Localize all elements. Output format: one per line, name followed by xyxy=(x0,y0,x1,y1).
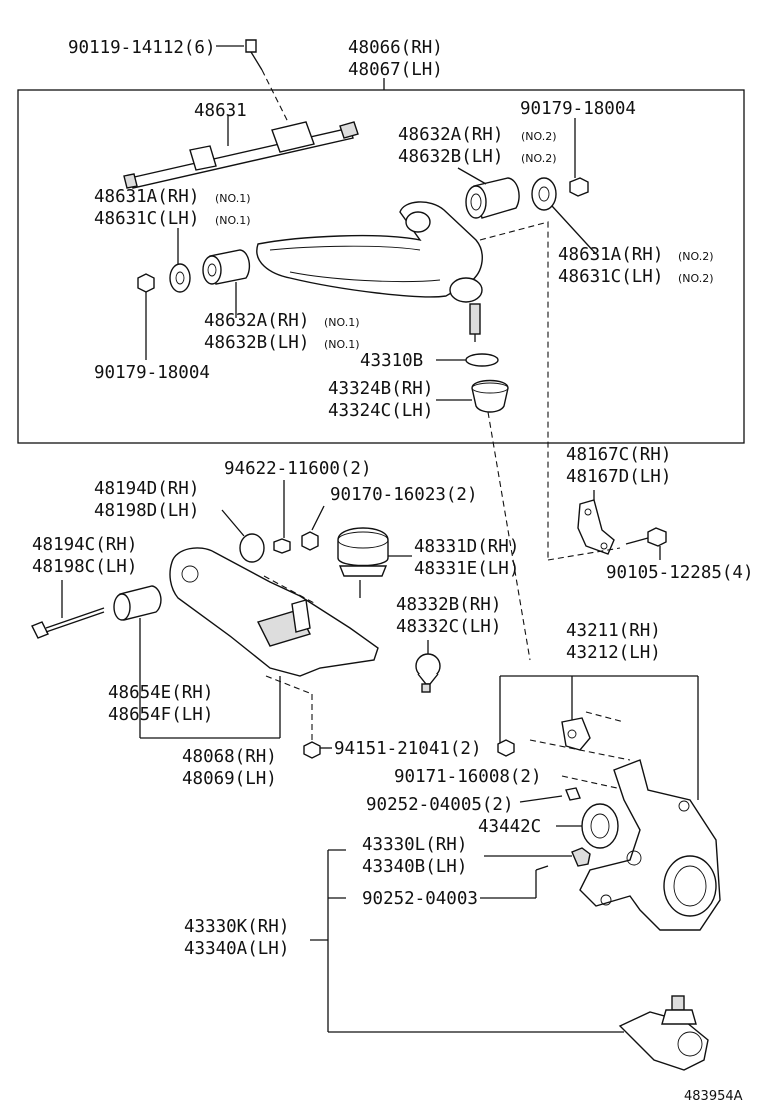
label-90170: 90170-16023(2) xyxy=(330,485,478,505)
label-48631A-no1-suffix: (NO.1) xyxy=(215,192,251,205)
label-48631A-no2-suffix: (NO.2) xyxy=(678,250,714,263)
dust-cover-drawing xyxy=(556,803,619,849)
dust-boot-drawing xyxy=(436,379,509,413)
dashed-line-arm-to-bracket xyxy=(479,221,549,560)
upper-control-arm-drawing xyxy=(256,201,483,342)
label-48631: 48631 xyxy=(194,101,247,121)
label-48631C-no1-suffix: (NO.1) xyxy=(215,214,251,227)
knuckle-bracket-drawing xyxy=(529,711,631,791)
label-43330K: 43330K(RH) xyxy=(184,917,289,937)
ball-joint-48331-drawing xyxy=(337,527,412,598)
label-48332C: 48332C(LH) xyxy=(396,617,501,637)
label-48654E: 48654E(RH) xyxy=(108,683,213,703)
label-43330L: 43330L(RH) xyxy=(362,835,467,855)
label-48632B-no2: 48632B(LH) xyxy=(398,147,503,167)
label-43340B: 43340B(LH) xyxy=(362,857,467,877)
label-48331D: 48331D(RH) xyxy=(414,537,519,557)
knuckle-leaders-drawing xyxy=(499,675,699,800)
bushing-no2-drawing xyxy=(457,167,520,219)
bolt-90119-drawing xyxy=(216,39,289,123)
label-94622: 94622-11600(2) xyxy=(224,459,372,479)
label-48198C: 48198C(LH) xyxy=(32,557,137,577)
label-48631C-no2-suffix: (NO.2) xyxy=(678,272,714,285)
figure-reference: 483954A xyxy=(684,1089,743,1104)
label-43324C: 43324C(LH) xyxy=(328,401,433,421)
label-48069: 48069(LH) xyxy=(182,769,277,789)
spacer-43330L-drawing xyxy=(484,847,591,867)
label-90252-04005: 90252-04005(2) xyxy=(366,795,514,815)
lower-control-arm-drawing xyxy=(169,547,379,740)
bolt-90171-drawing xyxy=(497,739,515,757)
upper-arm-group-box xyxy=(17,89,745,444)
label-48194C: 48194C(RH) xyxy=(32,535,137,555)
label-48631C-no1: 48631C(LH) xyxy=(94,209,199,229)
label-43340A: 43340A(LH) xyxy=(184,939,289,959)
label-48331E: 48331E(LH) xyxy=(414,559,519,579)
label-48654F: 48654F(LH) xyxy=(108,705,213,725)
cam-90252-04005-drawing xyxy=(519,787,581,803)
cam-plate-48194D-drawing xyxy=(221,509,265,563)
label-94151: 94151-21041(2) xyxy=(334,739,482,759)
bracket-48167-drawing xyxy=(577,490,615,555)
label-48167C: 48167C(RH) xyxy=(566,445,671,465)
label-90119: 90119-14112(6) xyxy=(68,38,216,58)
label-48167D: 48167D(LH) xyxy=(566,467,671,487)
dashed-line-boot-to-knuckle xyxy=(487,411,531,661)
label-48632A-no1: 48632A(RH) xyxy=(204,311,309,331)
label-48632B-no2-suffix: (NO.2) xyxy=(521,152,557,165)
label-48198D: 48198D(LH) xyxy=(94,501,199,521)
label-90105: 90105-12285(4) xyxy=(606,563,754,583)
washer-no1-drawing xyxy=(169,228,191,293)
label-90171: 90171-16008(2) xyxy=(394,767,542,787)
label-48068: 48068(RH) xyxy=(182,747,277,767)
label-48632A-no2-suffix: (NO.2) xyxy=(521,130,557,143)
bushing-no1-drawing xyxy=(202,249,251,318)
label-90179-left: 90179-18004 xyxy=(94,363,210,383)
label-48332B: 48332B(RH) xyxy=(396,595,501,615)
label-48631A-no1: 48631A(RH) xyxy=(94,187,199,207)
stud-48332-drawing xyxy=(415,640,441,693)
nut-90179-left-drawing xyxy=(137,273,155,360)
nut-90170-drawing xyxy=(301,505,325,551)
label-48194D: 48194D(RH) xyxy=(94,479,199,499)
label-90252-04003: 90252-04003 xyxy=(362,889,478,909)
label-43324B: 43324B(RH) xyxy=(328,379,433,399)
snap-ring-drawing xyxy=(436,353,499,367)
label-48631C-no2: 48631C(LH) xyxy=(558,267,663,287)
nut-94151-drawing xyxy=(303,741,332,759)
label-90179-top: 90179-18004 xyxy=(520,99,636,119)
label-48632B-no1-suffix: (NO.1) xyxy=(324,338,360,351)
upper-arm-shaft-drawing xyxy=(123,116,359,189)
washer-no2-drawing xyxy=(531,177,597,255)
label-48066: 48066(RH) xyxy=(348,38,443,58)
label-48632A-no2: 48632A(RH) xyxy=(398,125,503,145)
lower-ball-joint-drawing xyxy=(310,849,709,1071)
bolt-90105-drawing xyxy=(547,527,667,561)
label-48632A-no1-suffix: (NO.1) xyxy=(324,316,360,329)
label-43211: 43211(RH) xyxy=(566,621,661,641)
knuckle-drawing xyxy=(579,759,721,931)
pin-90252-04003-drawing xyxy=(480,865,549,899)
label-48631A-no2: 48631A(RH) xyxy=(558,245,663,265)
label-43442C: 43442C xyxy=(478,817,541,837)
nut-90179-top-drawing xyxy=(569,118,589,197)
label-48067: 48067(LH) xyxy=(348,60,443,80)
washer-94622-drawing xyxy=(273,480,291,554)
label-43310B: 43310B xyxy=(360,351,423,371)
bolt-48194C-drawing xyxy=(31,580,105,639)
label-48632B-no1: 48632B(LH) xyxy=(204,333,309,353)
bushing-48654E-drawing xyxy=(113,585,280,739)
label-43212: 43212(LH) xyxy=(566,643,661,663)
